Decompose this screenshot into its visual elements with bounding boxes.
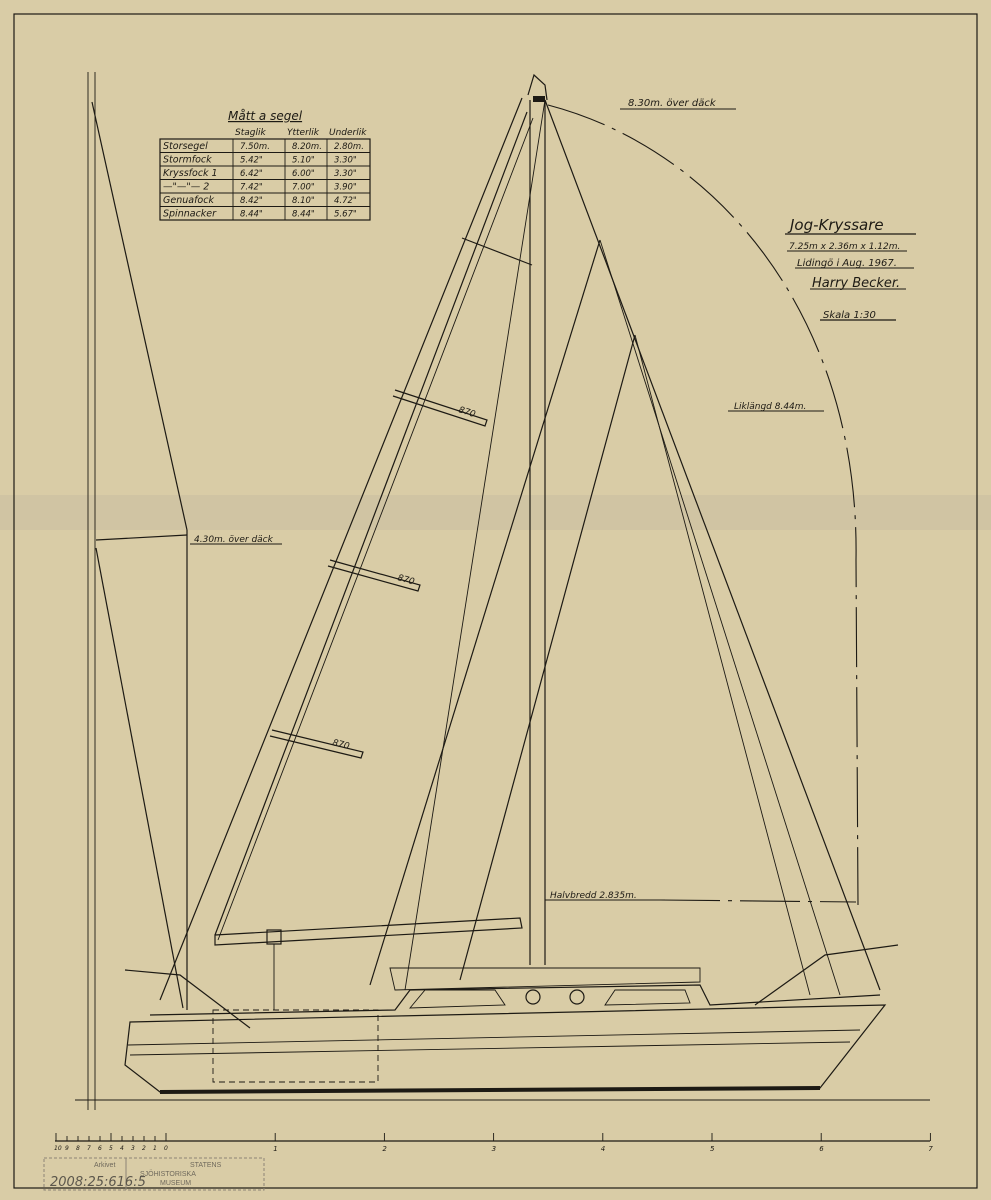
table-cell: 3.90" (334, 183, 357, 193)
table-cell: 3.30" (334, 169, 357, 179)
stamp-archive: Arkivet (94, 1162, 115, 1169)
batten (461, 237, 533, 266)
table-cell: 5.10" (292, 156, 315, 166)
table-cell: 8.44" (292, 210, 315, 220)
table-cell: 2.80m. (334, 142, 364, 152)
stamp-museum: MUSEUM (160, 1180, 191, 1187)
keel-outline (212, 1009, 379, 1083)
table-row-label: Stormfock (163, 155, 212, 166)
scale-tick-label: 9 (65, 1145, 69, 1152)
archive-stamp: Arkivet STATENS SJÖHISTORISKA MUSEUM 200… (43, 1157, 265, 1191)
table-cell: 7.42" (240, 183, 263, 193)
scale-tick-label: 8 (76, 1145, 80, 1152)
half-beam-label: Halvbredd 2.835m. (550, 891, 637, 901)
table-cell: 8.10" (292, 196, 315, 206)
designer-signature: Harry Becker. (812, 276, 900, 291)
stamp-museum: SJÖHISTORISKA (140, 1170, 196, 1178)
scale-tick-label: 4 (601, 1145, 605, 1153)
batten (392, 389, 488, 427)
table-cell: 8.20m. (292, 142, 322, 152)
scale-tick-label: 2 (142, 1145, 146, 1152)
table-cell: 3.30" (334, 156, 357, 166)
scale-label: Skala 1:30 (823, 310, 876, 321)
batten (269, 729, 364, 759)
table-cell: 5.67" (334, 210, 357, 220)
scale-tick-label: 10 (54, 1145, 62, 1152)
scale-tick-label: 7 (87, 1145, 91, 1152)
table-row-label: Kryssfock 1 (163, 168, 218, 179)
hull (75, 944, 930, 1101)
luff-length-label: Liklängd 8.44m. (734, 402, 806, 412)
title-block: Jog-Kryssare 7.25m x 2.36m x 1.12m. Lidi… (785, 216, 916, 321)
scale-tick-label: 1 (273, 1145, 277, 1153)
place-date: Lidingö i Aug. 1967. (797, 258, 897, 269)
table-cell: 7.00" (292, 183, 315, 193)
scale-tick-label: 0 (164, 1145, 168, 1152)
table-cell: 6.42" (240, 169, 263, 179)
table-header: Ytterlik (287, 128, 320, 138)
table-cell: 4.72" (334, 196, 357, 206)
mainsail: 870 870 870 (159, 97, 534, 1010)
table-cell: 8.42" (240, 196, 263, 206)
table-cell: 5.42" (240, 156, 263, 166)
drawing-frame (13, 13, 978, 1189)
table-row-label: —"—"— 2 (163, 182, 209, 193)
stamp-museum: STATENS (190, 1162, 222, 1169)
mast-height-label: 8.30m. över däck (628, 98, 717, 109)
table-header: Underlik (329, 128, 367, 138)
sail-table: Mått a segel Staglik Ytterlik UnderlikStor… (159, 109, 371, 221)
spinnaker-outline (547, 104, 859, 906)
scale-tick-label: 6 (819, 1145, 824, 1153)
scale-tick-label: 3 (131, 1145, 135, 1152)
table-row-label: Spinnacker (163, 209, 217, 220)
left-reference-lines (87, 72, 188, 1110)
mast (527, 73, 548, 965)
headsails (369, 99, 881, 996)
table-title: Mått a segel (228, 109, 303, 123)
scale-tick-label: 3 (492, 1145, 496, 1153)
batten-label: 870 (331, 738, 350, 752)
boat-name: Jog-Kryssare (787, 216, 884, 234)
batten (327, 559, 421, 592)
catalog-number: 2008:25:616:5 (50, 1175, 146, 1190)
scale-tick-label: 4 (120, 1145, 124, 1152)
annotations: 8.30m. över däck Liklängd 8.44m. 4.30m. … (190, 98, 824, 901)
table-cell: 8.44" (240, 210, 263, 220)
boat-dimensions: 7.25m x 2.36m x 1.12m. (789, 242, 900, 252)
scale-tick-label: 5 (710, 1145, 715, 1153)
batten-label: 870 (396, 573, 416, 587)
table-cell: 7.50m. (240, 142, 270, 152)
small-height-label: 4.30m. över däck (194, 535, 274, 545)
scale-tick-label: 7 (928, 1145, 933, 1153)
scan-band (0, 495, 991, 530)
table-row-label: Storsegel (163, 141, 208, 152)
scale-tick-label: 6 (98, 1145, 102, 1152)
scale-tick-label: 2 (382, 1145, 387, 1153)
scale-tick-label: 5 (109, 1145, 113, 1152)
half-beam-line (659, 899, 857, 903)
table-header: Staglik (235, 128, 266, 138)
table-row-label: Genuafock (163, 195, 214, 206)
table-cell: 6.00" (292, 169, 315, 179)
scale-tick-label: 1 (153, 1145, 157, 1152)
